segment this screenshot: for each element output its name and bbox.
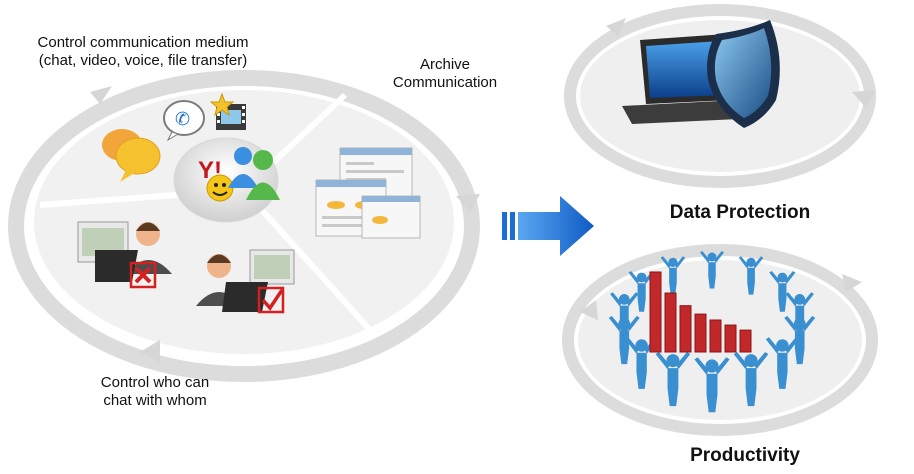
team-chart-icon: [608, 251, 816, 413]
chart-bar: [724, 324, 737, 353]
archive-line1: Archive: [419, 56, 471, 73]
left-ring: [8, 70, 480, 382]
person-figure: [625, 337, 659, 389]
person-figure: [733, 351, 769, 407]
person-figure: [785, 292, 814, 337]
control-medium-line1: Control communication medium: [37, 34, 249, 51]
bar-chart: [649, 271, 752, 353]
ring-arrowhead: [456, 194, 480, 212]
yahoo-messenger-logo: Y!: [173, 137, 280, 223]
control-who-line1: Control who can: [100, 374, 210, 391]
chart-bar: [679, 305, 692, 353]
ring-arrowhead: [90, 86, 112, 104]
person-figure: [660, 256, 686, 295]
ring-arrowhead: [606, 18, 626, 36]
person-figure: [694, 357, 730, 413]
svg-text:✆: ✆: [175, 109, 190, 130]
control-medium-line2: (chat, video, voice, file transfer): [38, 52, 248, 69]
right-arrow-icon: [502, 196, 594, 256]
user-denied-icon: [77, 221, 172, 289]
chart-bar: [649, 271, 662, 353]
ring-arrowhead: [842, 274, 862, 292]
control-medium-label: Control communication medium (chat, vide…: [12, 34, 274, 70]
productivity-label: Productivity: [690, 445, 800, 466]
archive-label: Archive Communication: [370, 56, 520, 92]
person-figure: [700, 251, 724, 289]
person-figure: [610, 292, 639, 337]
person-figure: [655, 351, 691, 407]
person-figure: [628, 270, 655, 312]
chat-bubbles-icon: [102, 129, 161, 182]
people-ring: [608, 251, 816, 413]
person-figure: [738, 256, 764, 295]
chart-bar: [694, 313, 707, 353]
user-allowed-icon: [196, 249, 295, 314]
person-figure: [769, 270, 796, 312]
person-figure: [765, 337, 799, 389]
ring-arrowhead: [852, 90, 876, 108]
phone-bubble-icon: ✆: [163, 100, 205, 142]
shield-laptop-icon: [622, 20, 780, 128]
archive-line2: Communication: [392, 74, 498, 91]
chart-bar: [664, 292, 677, 353]
archive-screens-icon: [315, 147, 421, 239]
ring-arrowhead: [580, 300, 598, 320]
chart-bar: [709, 319, 722, 353]
person-figure: [784, 315, 816, 365]
control-who-line2: chat with whom: [103, 392, 207, 409]
chart-bar: [739, 329, 752, 353]
film-star-icon: [209, 92, 246, 130]
data-protection-label: Data Protection: [669, 202, 811, 223]
sector-divider: [241, 187, 373, 333]
control-who-label: Control who can chat with whom: [70, 374, 240, 410]
productivity-ring: [562, 244, 878, 436]
ring-arrowhead: [140, 340, 160, 362]
